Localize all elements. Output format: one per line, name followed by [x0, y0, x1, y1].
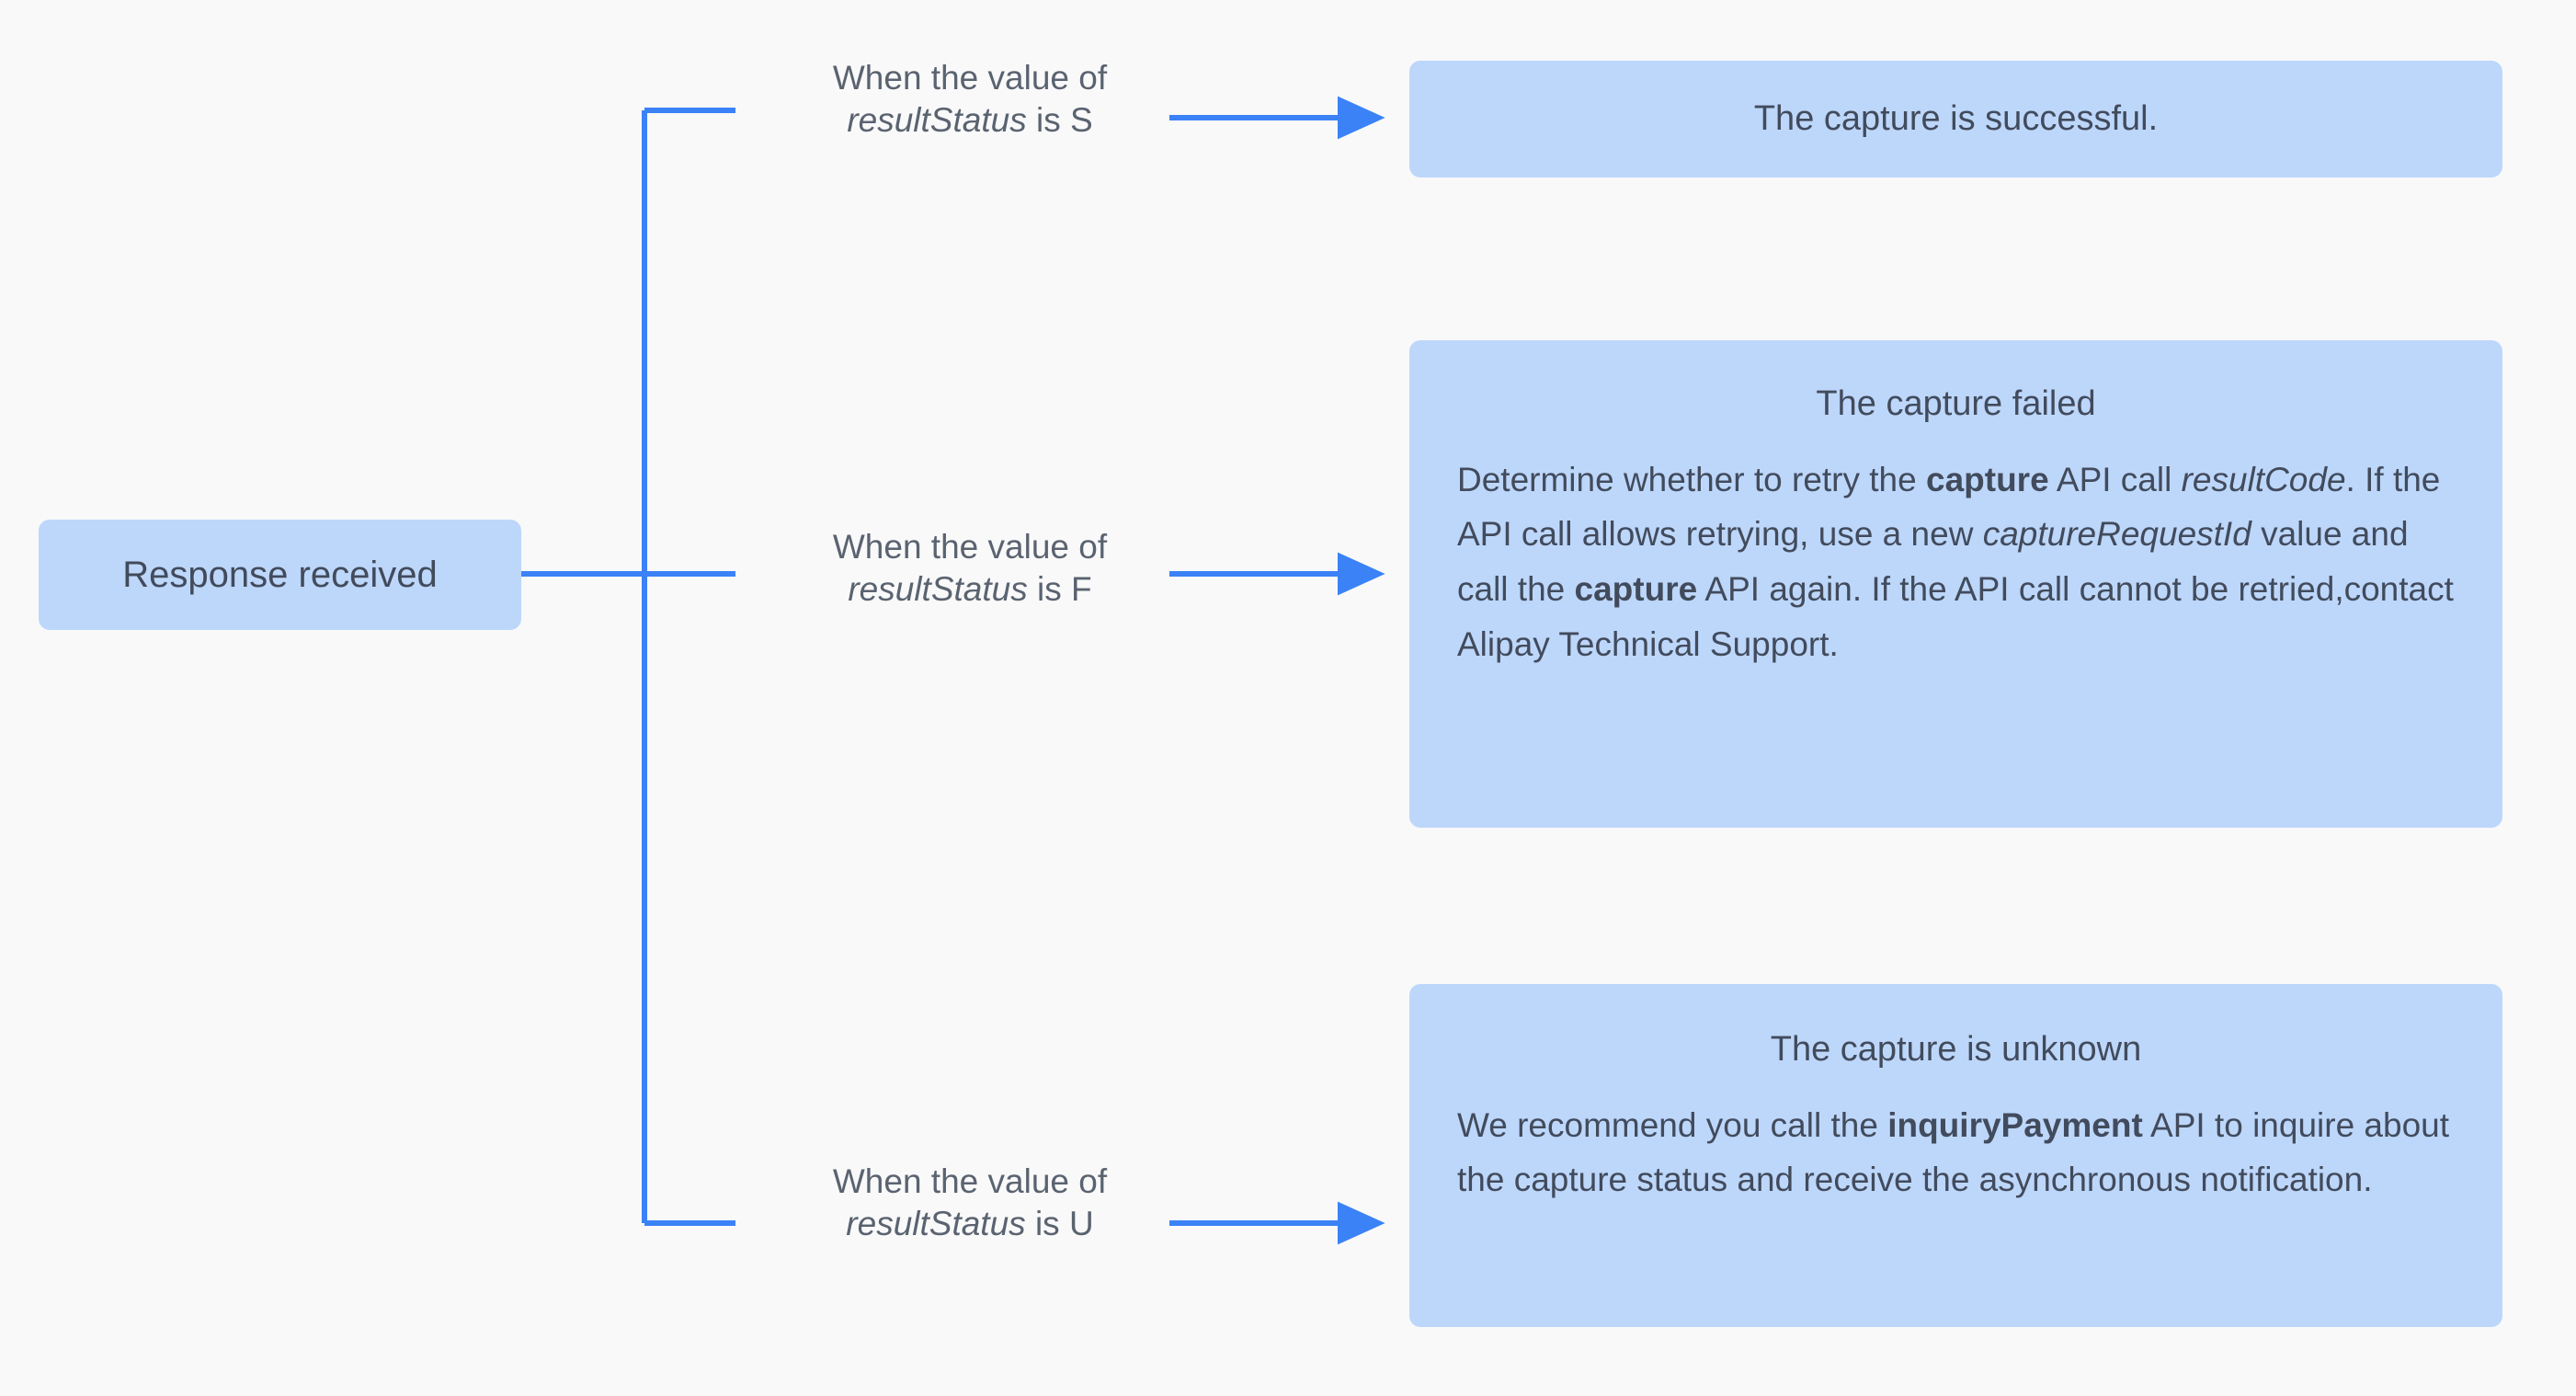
node-response-received-label: Response received — [122, 555, 438, 595]
node-capture-unknown[interactable]: The capture is unknown We recommend you … — [1409, 984, 2502, 1327]
branch-label-prefix: When the value of — [832, 1162, 1108, 1200]
node-capture-failed-body: Determine whether to retry the capture A… — [1457, 460, 2454, 664]
node-capture-failed[interactable]: The capture failed Determine whether to … — [1409, 340, 2502, 828]
node-capture-unknown-body: We recommend you call the inquiryPayment… — [1457, 1105, 2450, 1199]
node-response-received[interactable]: Response received — [39, 520, 521, 630]
branch-label-param: resultStatus — [848, 570, 1028, 609]
node-capture-successful-title: The capture is successful. — [1753, 98, 2159, 138]
branch-label-suffix: is S — [1035, 101, 1093, 140]
branch-label-result-status-s: When the value of resultStatus is S — [772, 57, 1168, 143]
branch-label-param: resultStatus — [846, 1205, 1026, 1243]
branch-label-prefix: When the value of — [832, 59, 1108, 97]
node-capture-successful[interactable]: The capture is successful. — [1409, 61, 2502, 177]
node-capture-unknown-title: The capture is unknown — [1770, 1030, 2142, 1069]
connector-trunk — [521, 108, 735, 1226]
branch-label-result-status-f: When the value of resultStatus is F — [772, 526, 1168, 612]
branch-label-suffix: is U — [1034, 1205, 1094, 1243]
branch-label-prefix: When the value of — [832, 528, 1108, 566]
branch-label-param: resultStatus — [847, 101, 1027, 140]
node-capture-failed-title: The capture failed — [1816, 384, 2096, 423]
branch-label-suffix: is F — [1037, 570, 1092, 609]
branch-label-result-status-u: When the value of resultStatus is U — [772, 1161, 1168, 1246]
